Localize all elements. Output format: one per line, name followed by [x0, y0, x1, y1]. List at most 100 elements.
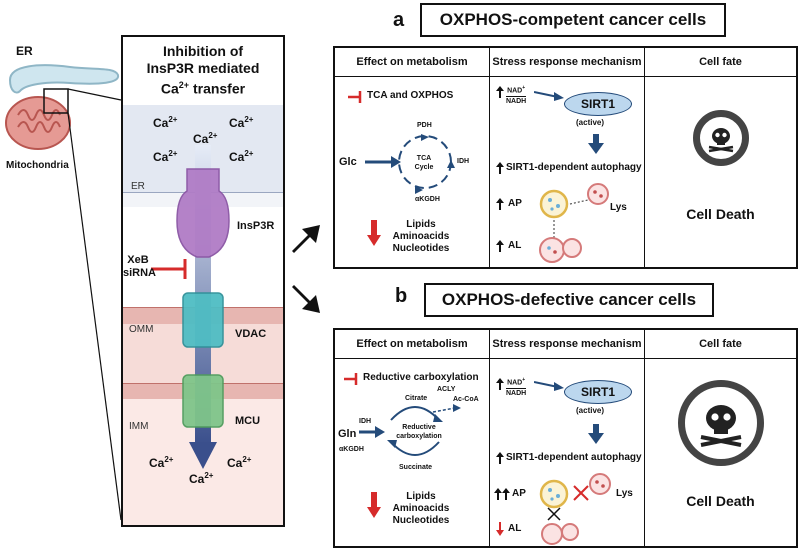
vdac-channel	[182, 292, 224, 348]
down-arrow-icon	[496, 522, 504, 536]
skull-circle	[678, 380, 764, 466]
autolysosome	[539, 237, 565, 263]
autophagy-vesicles	[539, 473, 611, 545]
cycle-center-line2: carboxylation	[396, 433, 442, 440]
substrate-label: Gln	[338, 428, 357, 440]
product-item: Nucleotides	[392, 515, 450, 526]
up-arrow-icon	[496, 452, 504, 464]
inhibitor-line1: XeB	[127, 254, 149, 266]
panel-b-stress-col: Stress response mechanism NAD+ NADH SIRT…	[490, 330, 645, 546]
inhibit-label: Reductive carboxylation	[363, 372, 479, 383]
panel-b-title: OXPHOS-defective cancer cells	[424, 283, 714, 317]
nad-ratio: NAD+ NADH	[506, 375, 527, 399]
cycle-center-line2: Cycle	[414, 164, 434, 171]
autophagosome	[539, 479, 569, 509]
substrate-label: Glc	[339, 156, 357, 168]
enzyme-akgdh: αKGDH	[339, 446, 364, 453]
accoa-label: Ac-CoA	[453, 396, 479, 403]
down-arrow-icon	[588, 134, 604, 154]
products: Lipids Aminoacids Nucleotides	[385, 219, 457, 255]
ca-flux-arrowhead	[189, 442, 217, 469]
up-arrow-icon	[496, 240, 504, 252]
enzyme-akgdh: αKGDH	[415, 196, 440, 203]
panel-a-stress-col: Stress response mechanism NAD+ NADH SIRT…	[490, 48, 645, 267]
lysosome	[589, 473, 611, 495]
sirt1-active: (active)	[576, 406, 605, 415]
er-label: ER	[16, 44, 33, 58]
enzyme-idh: IDH	[359, 418, 372, 425]
panel-a-fate-col: Cell fate Cell Death	[645, 48, 796, 267]
ca-label: Ca2+	[153, 149, 178, 164]
panel-a-table: Effect on metabolism TCA and OXPHOS Glc …	[333, 46, 798, 269]
sirt1-bubble: SIRT1	[564, 380, 632, 404]
panel-b-fate-col: Cell fate Cell Death	[645, 330, 796, 546]
ca-label: Ca2+	[229, 115, 254, 130]
arrow-up-right	[292, 225, 320, 253]
sirt1-active: (active)	[576, 118, 605, 127]
al-label: AL	[508, 523, 522, 534]
col-header: Stress response mechanism	[490, 330, 644, 359]
product-item: Lipids	[406, 491, 436, 502]
acly-label: ACLY	[437, 386, 456, 393]
product-item: Aminoacids	[392, 231, 450, 242]
inhibit-icon	[348, 91, 362, 103]
al-label: AL	[508, 240, 522, 251]
to-sirt-arrow	[534, 381, 564, 391]
double-up-arrow-icon	[494, 488, 510, 500]
col-header: Effect on metabolism	[335, 330, 489, 359]
zoom-panel: Inhibition of InsP3R mediated Ca2+ trans…	[121, 35, 285, 527]
direction-arrows	[292, 225, 320, 313]
col-header: Cell fate	[645, 48, 796, 77]
panel-a-metabolism-col: Effect on metabolism TCA and OXPHOS Glc …	[335, 48, 490, 267]
product-item: Lipids	[406, 219, 436, 230]
zoom-title-line2: InsP3R mediated	[146, 60, 260, 76]
autophagosome	[539, 189, 569, 219]
zoom-title: Inhibition of InsP3R mediated Ca2+ trans…	[123, 43, 283, 98]
ap-label: AP	[508, 198, 522, 209]
ca-label: Ca2+	[189, 471, 214, 486]
ap-label: AP	[512, 488, 526, 499]
up-arrow-icon	[496, 86, 504, 98]
imm-label: IMM	[129, 421, 149, 432]
er-region-label: ER	[131, 181, 145, 192]
er-mito-sketch	[5, 64, 120, 150]
down-arrow-icon	[367, 492, 381, 518]
ca-label: Ca2+	[227, 455, 252, 470]
nad-denominator: NADH	[506, 98, 527, 106]
cell-fate-label: Cell Death	[686, 493, 755, 509]
reductive-cycle	[359, 404, 461, 456]
omm-label: OMM	[129, 324, 154, 335]
arrow-down-right	[292, 285, 320, 313]
inhibitor-line2: siRNA	[123, 267, 157, 279]
mcu-channel	[182, 374, 224, 428]
enzyme-idh: IDH	[457, 158, 470, 165]
ca-label: Ca2+	[149, 455, 174, 470]
mito-label: Mitochondria	[6, 160, 69, 171]
inhibitor-label: XeB siRNA	[123, 254, 157, 280]
products: Lipids Aminoacids Nucleotides	[385, 491, 457, 527]
citrate-label: Citrate	[405, 395, 428, 402]
lys-label: Lys	[616, 488, 633, 499]
to-sirt-arrow	[534, 91, 564, 101]
up-arrow-icon	[496, 378, 504, 390]
vdac-label: VDAC	[235, 328, 267, 340]
lys-label: Lys	[610, 202, 627, 213]
panel-a-letter: a	[393, 9, 405, 31]
cell-fate-label: Cell Death	[686, 206, 755, 222]
zoom-title-line1: Inhibition of	[162, 43, 244, 59]
ca-label: Ca2+	[153, 115, 178, 130]
autophagy-label: SIRT1-dependent autophagy	[506, 452, 642, 463]
cycle-center-line1: TCA	[416, 155, 432, 162]
zoom-lines	[67, 88, 122, 521]
skull-icon	[700, 405, 742, 447]
ca-label: Ca2+	[193, 131, 218, 146]
inhibit-icon	[344, 373, 358, 385]
cycle-center: TCA Cycle	[409, 154, 439, 172]
col-header: Stress response mechanism	[490, 48, 644, 77]
mcu-label: MCU	[235, 415, 261, 427]
tca-cycle	[365, 134, 455, 194]
insp3r-label: InsP3R	[237, 220, 275, 232]
nad-denominator: NADH	[506, 390, 527, 398]
autophagy-label: SIRT1-dependent autophagy	[506, 162, 642, 173]
down-arrow-icon	[367, 220, 381, 246]
